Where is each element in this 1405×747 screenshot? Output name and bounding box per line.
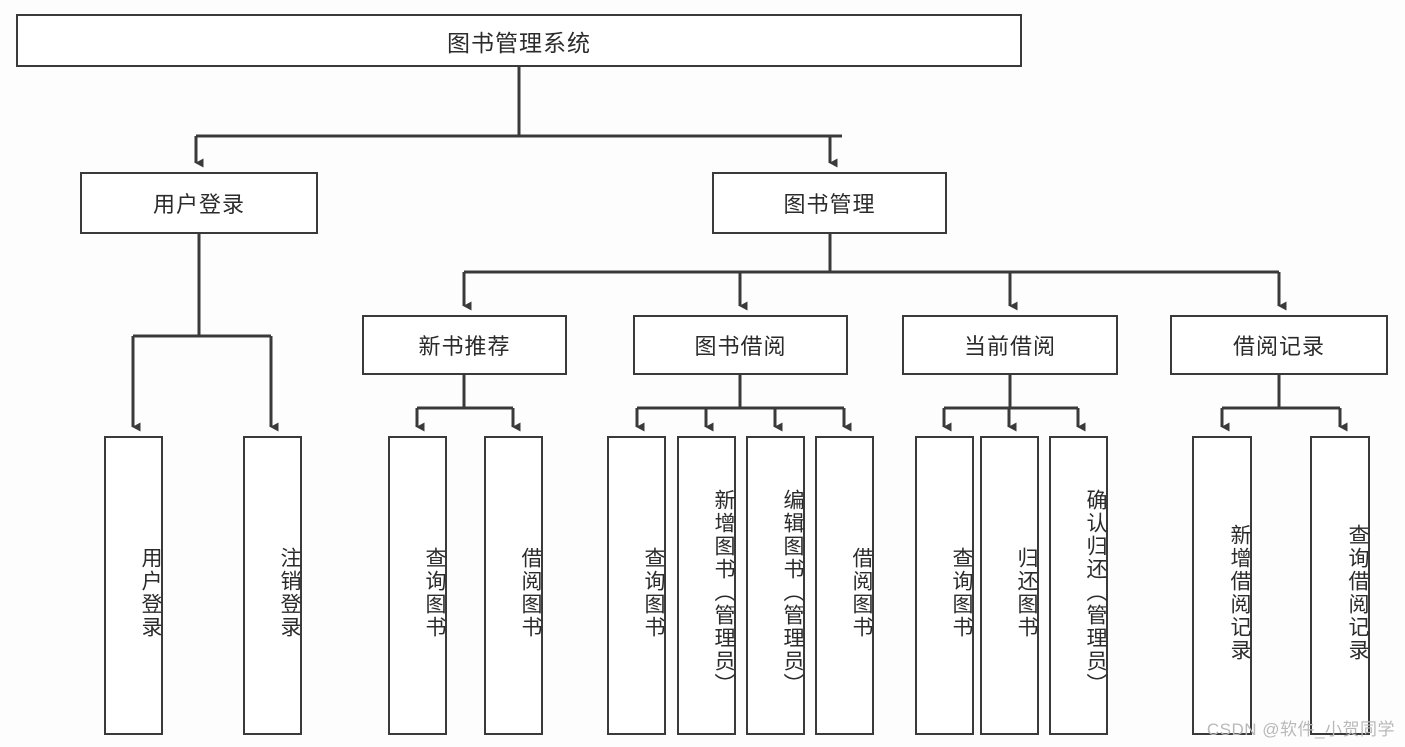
node-borrow-record[interactable]: 借阅记录 — [1170, 315, 1388, 375]
leaf-borrow-record-add[interactable]: 新增借阅记录 — [1192, 436, 1252, 735]
watermark-text: CSDN @软件_小贺同学 — [1206, 720, 1395, 739]
node-label: 当前借阅 — [963, 334, 1056, 359]
node-label: 用户登录 — [139, 546, 162, 639]
node-label: 图书借阅 — [694, 334, 787, 359]
node-label: 用户登录 — [152, 192, 245, 217]
leaf-borrow-record-query[interactable]: 查询借阅记录 — [1310, 436, 1370, 735]
node-label: 图书管理系统 — [447, 29, 591, 56]
node-book-management[interactable]: 图书管理 — [712, 172, 947, 234]
leaf-current-borrow-return[interactable]: 归还图书 — [980, 436, 1039, 735]
node-label: 借阅图书 — [850, 546, 873, 639]
node-current-borrow[interactable]: 当前借阅 — [902, 315, 1118, 375]
node-label: 查询借阅记录 — [1346, 523, 1369, 662]
node-book-borrow[interactable]: 图书借阅 — [633, 315, 848, 375]
node-label: 借阅图书 — [519, 546, 542, 639]
node-label: 新增图书（管理员） — [712, 489, 735, 696]
node-label: 注销登录 — [278, 546, 301, 639]
node-label: 查询图书 — [950, 546, 973, 639]
leaf-user-login-logout[interactable]: 注销登录 — [243, 436, 302, 735]
node-new-book-recommend[interactable]: 新书推荐 — [362, 315, 567, 375]
leaf-current-borrow-query[interactable]: 查询图书 — [915, 436, 974, 735]
node-user-login[interactable]: 用户登录 — [80, 172, 318, 234]
leaf-book-borrow-query[interactable]: 查询图书 — [607, 436, 666, 735]
leaf-book-borrow-borrow[interactable]: 借阅图书 — [815, 436, 874, 735]
node-label: 图书管理 — [783, 192, 876, 217]
node-root-book-management-system[interactable]: 图书管理系统 — [16, 14, 1022, 67]
leaf-book-borrow-edit[interactable]: 编辑图书（管理员） — [746, 436, 805, 735]
node-label: 新增借阅记录 — [1228, 523, 1251, 662]
leaf-current-borrow-confirm-return[interactable]: 确认归还（管理员） — [1049, 436, 1108, 735]
node-label: 查询图书 — [423, 546, 446, 639]
node-label: 借阅记录 — [1232, 334, 1325, 359]
node-label: 归还图书 — [1015, 546, 1038, 639]
node-label: 查询图书 — [642, 546, 665, 639]
leaf-new-book-borrow[interactable]: 借阅图书 — [484, 436, 543, 735]
node-label: 新书推荐 — [418, 334, 511, 359]
node-label: 确认归还（管理员） — [1084, 489, 1107, 696]
leaf-user-login-login[interactable]: 用户登录 — [104, 436, 163, 735]
leaf-new-book-query[interactable]: 查询图书 — [388, 436, 447, 735]
leaf-book-borrow-add[interactable]: 新增图书（管理员） — [677, 436, 736, 735]
node-label: 编辑图书（管理员） — [781, 489, 804, 696]
